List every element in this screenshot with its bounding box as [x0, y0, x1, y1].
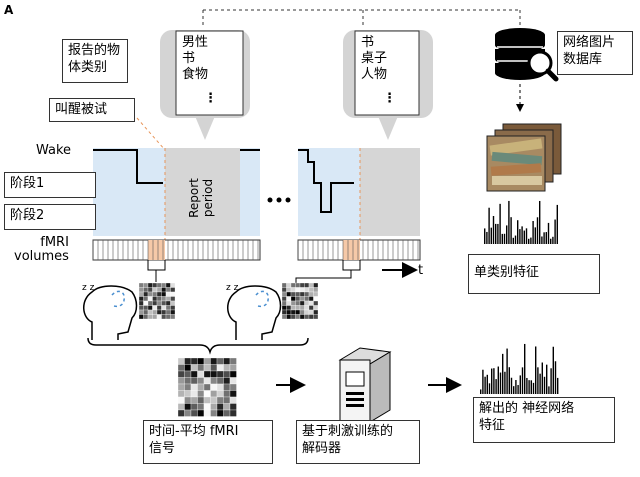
decoded-feature-bars — [480, 343, 559, 394]
magnifier-icon — [527, 50, 559, 82]
database-icon — [495, 28, 545, 80]
time-averaged-fmri-label: 时间-平均 fMRI 信号 — [143, 420, 273, 464]
wake-label: Wake — [36, 143, 72, 158]
wake-markers — [136, 117, 361, 240]
sleep-periods — [93, 148, 360, 236]
hypnogram — [93, 149, 354, 213]
bubble-2-item: 书 — [361, 35, 375, 50]
zzz-icon: z z — [82, 283, 95, 293]
time-axis-label: t — [418, 263, 424, 278]
stage1-label: 阶段1 — [4, 172, 96, 198]
web-image-database-label: 网络图片 数据库 — [557, 31, 633, 75]
sleeping-head-2 — [227, 285, 282, 340]
panel-label: A — [4, 3, 14, 17]
zzz-icon: z z — [226, 283, 239, 293]
top-connector-lines — [202, 9, 521, 28]
sleeping-head-1 — [83, 285, 138, 340]
fmri-volume-strip — [92, 239, 421, 261]
bubble-1-text: 男性 书 食物 ⋮ — [176, 31, 243, 115]
single-category-feature-bars — [484, 200, 558, 244]
fmri-pattern-average — [177, 357, 237, 417]
bubble-1-more: ⋮ — [204, 91, 217, 106]
report-period-label: Report period — [187, 178, 215, 218]
fmri-pattern-2 — [281, 282, 319, 320]
volume-connectors — [147, 260, 361, 286]
report-periods — [165, 148, 420, 236]
report-bubble-1 — [160, 30, 250, 140]
bubble-2-item: 桌子 — [361, 51, 388, 66]
report-bubble-2 — [343, 30, 433, 140]
fmri-volumes-label: fMRI volumes — [14, 235, 69, 264]
ellipsis-dots — [267, 197, 291, 203]
server-icon — [338, 347, 392, 423]
bubble-2-text: 书 桌子 人物 ⋮ — [355, 31, 419, 115]
bubble-1-item: 食物 — [182, 67, 209, 82]
book-images — [486, 123, 562, 192]
wake-subject-label: 叫醒被试 — [49, 98, 135, 122]
grouping-brace — [87, 337, 309, 355]
stage2-label: 阶段2 — [4, 204, 96, 230]
bubble-1-item: 男性 — [182, 35, 209, 50]
decoded-features-label: 解出的 神经网络 特征 — [473, 397, 615, 443]
bubble-2-more: ⋮ — [383, 91, 396, 106]
fmri-pattern-1 — [138, 282, 176, 320]
bubble-2-item: 人物 — [361, 67, 388, 82]
decoder-label: 基于刺激训练的 解码器 — [296, 420, 420, 464]
report-category-label: 报告的物 体类别 — [62, 39, 128, 83]
single-category-features-label: 单类别特征 — [468, 254, 600, 294]
bubble-1-item: 书 — [182, 51, 196, 66]
